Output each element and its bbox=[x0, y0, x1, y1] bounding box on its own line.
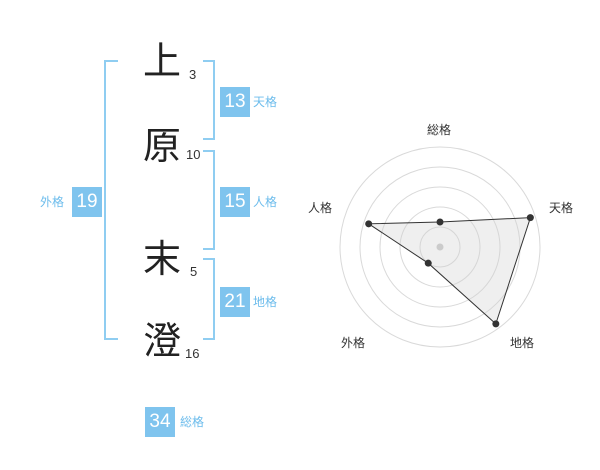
radar-ring-1 bbox=[419, 226, 461, 268]
tenkaku-value-badge: 13 bbox=[220, 87, 250, 117]
jinkaku-label: 人格 bbox=[253, 195, 278, 209]
gaikaku-bracket bbox=[104, 60, 118, 340]
jinkaku-value-badge: 15 bbox=[220, 187, 250, 217]
chikaku-value-badge: 21 bbox=[220, 287, 250, 317]
name-char-2: 原 bbox=[143, 124, 182, 168]
radar-point-2 bbox=[526, 214, 534, 222]
radar-ring-5 bbox=[339, 146, 541, 348]
stroke-count-4: 16 bbox=[185, 346, 200, 361]
soukaku-label: 総格 bbox=[180, 415, 205, 429]
radar-ring-2 bbox=[399, 206, 481, 288]
radar-ring-3 bbox=[379, 186, 501, 308]
stroke-count-1: 3 bbox=[189, 67, 197, 82]
tenkaku-label: 天格 bbox=[253, 95, 278, 109]
tenkaku-bracket bbox=[203, 60, 215, 140]
chikaku-bracket bbox=[203, 258, 215, 340]
radar-point-5 bbox=[365, 220, 373, 228]
radar-axis-label-soukaku: 総格 bbox=[427, 123, 452, 137]
radar-point-3 bbox=[492, 320, 500, 328]
name-char-1: 上 bbox=[143, 39, 182, 83]
chikaku-label: 地格 bbox=[253, 295, 278, 309]
gaikaku-label: 外格 bbox=[40, 195, 65, 209]
radar-value-polygon bbox=[367, 217, 532, 325]
name-char-4: 澄 bbox=[143, 319, 182, 363]
stroke-count-2: 10 bbox=[186, 147, 201, 162]
stroke-count-3: 5 bbox=[190, 264, 198, 279]
radar-axis-label-chikaku: 地格 bbox=[510, 336, 535, 350]
soukaku-value-badge: 34 bbox=[145, 407, 175, 437]
radar-center-dot bbox=[436, 243, 444, 251]
radar-point-1 bbox=[436, 218, 444, 226]
radar-axis-label-tenkaku: 天格 bbox=[549, 201, 574, 215]
radar-axis-label-jinkaku: 人格 bbox=[308, 201, 333, 215]
name-char-3: 末 bbox=[143, 237, 182, 281]
gaikaku-value-badge: 19 bbox=[72, 187, 102, 217]
radar-axis-label-gaikaku: 外格 bbox=[341, 336, 366, 350]
jinkaku-bracket bbox=[203, 150, 215, 250]
radar-point-4 bbox=[424, 259, 432, 267]
radar-ring-4 bbox=[359, 166, 521, 328]
